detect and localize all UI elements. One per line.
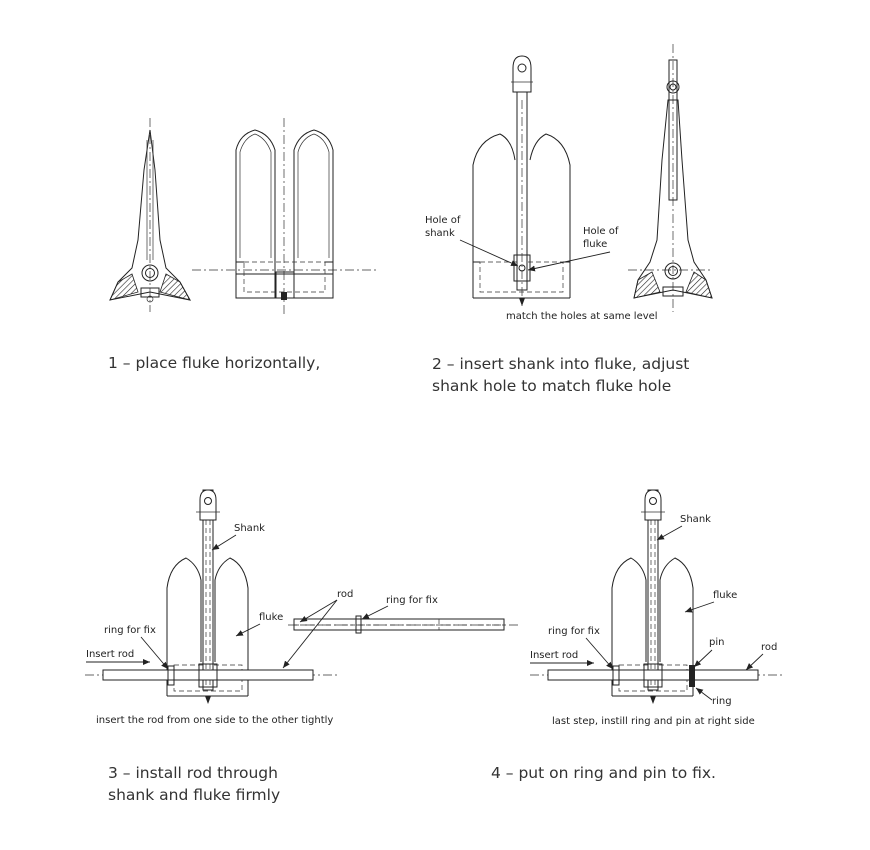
step2-note: match the holes at same level bbox=[506, 311, 658, 322]
step3-labels: Shank fluke rod ring for fix ring for fi… bbox=[86, 523, 438, 726]
step3-anchor bbox=[85, 489, 340, 704]
step3-caption: 3 – install rod through bbox=[108, 764, 278, 782]
shank-label: Shank bbox=[680, 514, 711, 525]
ring-for-fix-rod-label: ring for fix bbox=[386, 595, 438, 606]
step3-caption-line2: shank and fluke firmly bbox=[108, 786, 280, 804]
hole-of-shank-leader bbox=[459, 239, 519, 267]
step1-front-view bbox=[192, 118, 378, 314]
ring-for-fix-label: ring for fix bbox=[104, 625, 156, 636]
shank-label: Shank bbox=[234, 523, 265, 534]
ring-label: ring bbox=[712, 696, 732, 707]
step4-labels: Shank fluke pin rod ring for fix Insert … bbox=[530, 514, 777, 727]
step2-caption: 2 – insert shank into fluke, adjust bbox=[432, 355, 689, 373]
step3-separate-rod bbox=[288, 615, 518, 634]
hole-of-fluke-label-line2: fluke bbox=[583, 239, 607, 250]
step2-front-view bbox=[472, 55, 571, 306]
fluke-label: fluke bbox=[713, 590, 737, 601]
hole-of-shank-label: Hole of bbox=[425, 215, 461, 226]
ring-for-fix-label: ring for fix bbox=[548, 626, 600, 637]
pin-label: pin bbox=[709, 637, 724, 648]
rod-label: rod bbox=[761, 642, 777, 653]
insert-rod-label: Insert rod bbox=[530, 650, 578, 661]
step1-caption: 1 – place fluke horizontally, bbox=[108, 354, 320, 372]
step2-labels: Hole of shank Hole of fluke match the ho… bbox=[425, 215, 658, 322]
step4-note: last step, instill ring and pin at right… bbox=[552, 716, 755, 727]
step3-note: insert the rod from one side to the othe… bbox=[96, 715, 333, 726]
step4-anchor bbox=[530, 489, 785, 704]
hole-of-shank-label-line2: shank bbox=[425, 228, 455, 239]
rod-label: rod bbox=[337, 589, 353, 600]
step1-side-view bbox=[109, 118, 191, 312]
step-captions: 1 – place fluke horizontally, 2 – insert… bbox=[108, 354, 716, 804]
step2-caption-line2: shank hole to match fluke hole bbox=[432, 377, 671, 395]
fluke-label: fluke bbox=[259, 612, 283, 623]
hole-of-fluke-label: Hole of bbox=[583, 226, 619, 237]
step2-side-view bbox=[628, 44, 713, 312]
insert-rod-label: Insert rod bbox=[86, 649, 134, 660]
step4-caption: 4 – put on ring and pin to fix. bbox=[491, 764, 716, 782]
hole-of-fluke-leader bbox=[527, 251, 611, 272]
